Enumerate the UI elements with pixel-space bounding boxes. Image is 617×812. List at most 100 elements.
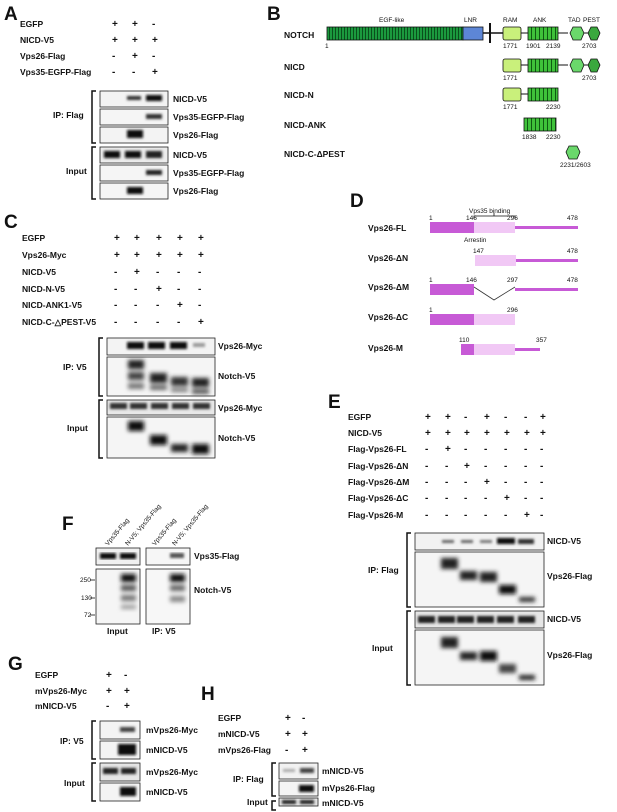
sign-mark: - [156,267,159,278]
ram-domain [502,26,522,41]
sign-mark: + [198,250,204,261]
vps26-m-construct: 110 357 [459,337,547,355]
sign-mark: + [484,428,490,439]
svg-text:Vps26-Myc: Vps26-Myc [218,403,263,413]
sign-mark: + [177,300,183,311]
svg-text:1901: 1901 [526,43,541,50]
sign-mark: - [524,477,527,488]
svg-text:1771: 1771 [503,104,518,111]
svg-text:Vps26-M: Vps26-M [368,343,403,353]
svg-text:N-V5; Vps35-Flag: N-V5; Vps35-Flag [171,503,210,547]
panel-a-labels: EGFP NICD-V5 Vps26-Flag Vps35-EGFP-Flag [20,19,91,77]
svg-text:250: 250 [80,577,91,584]
panel-f-lane-labels: Vps35-Flag N-V5; Vps35-Flag Vps35-Flag N… [104,503,210,547]
svg-text:+: + [106,670,112,681]
svg-text:-: - [132,67,135,78]
svg-text:130: 130 [81,595,92,602]
panel-h-letter: H [201,684,215,705]
sign-mark: - [114,300,117,311]
panel-c-letter: C [4,212,18,233]
svg-text:-: - [124,670,127,681]
svg-text:Notch-V5: Notch-V5 [194,585,232,595]
panel-c-input-label: Input [67,423,88,433]
nicd-construct: 1771 2703 [502,58,601,82]
sign-mark: - [484,444,487,455]
sign-mark: + [464,461,470,472]
svg-text:Flag-Vps26-ΔC: Flag-Vps26-ΔC [348,493,408,503]
svg-text:Flag-Vps26-FL: Flag-Vps26-FL [348,444,407,454]
sign-mark: - [177,284,180,295]
sign-mark: + [134,233,140,244]
svg-text:146: 146 [466,215,477,222]
sign-mark: - [198,267,201,278]
sign-mark: - [504,477,507,488]
svg-text:mVps26-Flag: mVps26-Flag [322,783,375,793]
svg-text:mNICD-V5: mNICD-V5 [146,745,188,755]
svg-text:Vps26-Myc: Vps26-Myc [22,250,67,260]
sign-mark: - [425,510,428,521]
svg-text:+: + [124,686,130,697]
svg-text:110: 110 [459,337,470,344]
svg-text:mNICD-V5: mNICD-V5 [146,787,188,797]
panel-e-input-label: Input [372,643,393,653]
sign-mark: - [425,461,428,472]
sign-mark: - [134,284,137,295]
sign-mark: - [156,300,159,311]
construct-label: NICD-C-ΔPEST [284,149,346,159]
svg-text:+: + [132,51,138,62]
svg-text:2703: 2703 [582,75,597,82]
sign-mark: - [445,493,448,504]
sign-mark: - [445,461,448,472]
panel-d-labels: Vps26-FL Vps26-ΔN Vps26-ΔM Vps26-ΔC Vps2… [368,223,409,353]
svg-text:NICD-V5: NICD-V5 [22,267,56,277]
sign-mark: - [524,493,527,504]
panel-h-blots [278,762,319,807]
svg-text:mVps26-Myc: mVps26-Myc [146,725,198,735]
svg-text:EGFP: EGFP [22,233,45,243]
sign-mark: - [134,300,137,311]
sign-mark: + [177,233,183,244]
panel-f-input-label: Input [107,626,128,636]
svg-text:478: 478 [567,248,578,255]
panel-a-input-bracket [91,146,96,200]
sign-mark: - [504,510,507,521]
svg-text:+: + [112,19,118,30]
sign-mark: + [504,428,510,439]
sign-mark: - [504,461,507,472]
svg-text:Notch-V5: Notch-V5 [218,371,256,381]
svg-text:+: + [106,686,112,697]
sign-mark: - [464,493,467,504]
svg-text:72: 72 [84,612,92,619]
sign-mark: + [445,444,451,455]
vps26-dc-construct: 1 296 [429,307,518,325]
panel-g-letter: G [8,654,23,675]
sign-mark: + [445,412,451,423]
svg-text:357: 357 [536,337,547,344]
ank-domain [527,26,559,41]
sign-mark: - [114,267,117,278]
svg-text:Flag-Vps26-ΔN: Flag-Vps26-ΔN [348,461,408,471]
sign-mark: + [540,428,546,439]
sign-mark: + [198,317,204,328]
panel-c-signs: ++++++++++-+-----+-----+-----+ [114,233,204,328]
panel-c-input-bracket [98,399,103,459]
panel-c-blots [106,337,216,459]
svg-text:NICD-ANK1-V5: NICD-ANK1-V5 [22,300,82,310]
sign-mark: - [540,461,543,472]
svg-text:PEST: PEST [583,17,600,24]
panel-f-blots [95,547,191,625]
sign-mark: - [464,444,467,455]
svg-text:-: - [112,67,115,78]
panel-c-blot-labels: Vps26-Myc Notch-V5 Vps26-Myc Notch-V5 [218,341,263,443]
svg-text:+: + [124,701,130,712]
sign-mark: - [177,317,180,328]
svg-text:147: 147 [473,248,484,255]
panel-a-letter: A [4,4,18,25]
sign-mark: - [540,444,543,455]
svg-text:+: + [302,745,308,756]
panel-h-blot-labels: mNICD-V5 mVps26-Flag mNICD-V5 [322,766,375,808]
panel-a-row-label: Vps26-Flag [20,51,65,61]
sign-mark: - [114,284,117,295]
sign-mark: + [198,233,204,244]
svg-text:NICD-V5: NICD-V5 [348,428,382,438]
